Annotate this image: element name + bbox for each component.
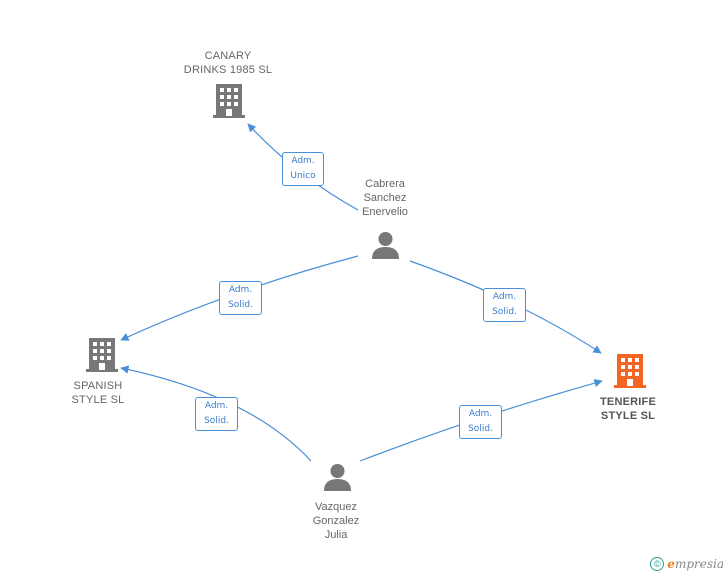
edge-label-line2: Solid. bbox=[492, 307, 517, 317]
edge-label-line1: Adm. bbox=[468, 409, 493, 419]
brand-logo: empresia bbox=[667, 557, 724, 571]
brand-initial: e bbox=[667, 557, 675, 571]
edge-label-line1: Adm. bbox=[291, 156, 315, 166]
building-icon[interactable] bbox=[614, 354, 646, 388]
edge-label-vazquez-tenerife[interactable]: Adm. Solid. bbox=[459, 405, 502, 439]
node-label-canary[interactable]: CANARY DRINKS 1985 SL bbox=[176, 49, 280, 77]
node-label-spanish[interactable]: SPANISH STYLE SL bbox=[58, 379, 138, 407]
edge-label-line1: Adm. bbox=[492, 292, 517, 302]
building-icon[interactable] bbox=[86, 338, 118, 372]
spanish-line1: SPANISH bbox=[73, 380, 123, 392]
person-icon[interactable] bbox=[323, 463, 352, 492]
canary-line2: DRINKS 1985 SL bbox=[183, 64, 273, 76]
edge-label-cabrera-tenerife[interactable]: Adm. Solid. bbox=[483, 288, 526, 322]
edge-label-cabrera-canary[interactable]: Adm. Unico bbox=[282, 152, 324, 186]
node-label-cabrera[interactable]: Cabrera Sanchez Enervelio bbox=[345, 177, 425, 219]
canary-line1: CANARY bbox=[204, 50, 252, 62]
edge-label-vazquez-spanish[interactable]: Adm. Solid. bbox=[195, 397, 238, 431]
edge-label-cabrera-spanish[interactable]: Adm. Solid. bbox=[219, 281, 262, 315]
tenerife-line2: STYLE SL bbox=[600, 410, 656, 422]
edge-label-line2: Unico bbox=[290, 171, 316, 181]
node-label-vazquez[interactable]: Vazquez Gonzalez Julia bbox=[296, 500, 376, 542]
vazquez-line1: Vazquez bbox=[315, 501, 357, 513]
edge-label-line2: Solid. bbox=[468, 424, 493, 434]
spanish-line2: STYLE SL bbox=[71, 394, 125, 406]
edge-label-line1: Adm. bbox=[228, 285, 253, 295]
cabrera-line2: Sanchez bbox=[363, 192, 407, 204]
vazquez-line2: Gonzalez bbox=[312, 515, 360, 527]
edge-label-line1: Adm. bbox=[204, 401, 229, 411]
vazquez-line3: Julia bbox=[324, 529, 348, 541]
copyright-icon: © bbox=[650, 557, 665, 571]
cabrera-line1: Cabrera bbox=[365, 178, 405, 190]
empresia-watermark: © empresia bbox=[650, 557, 724, 571]
cabrera-line3: Enervelio bbox=[362, 206, 408, 218]
brand-name: mpresia bbox=[674, 557, 724, 571]
edge-label-line2: Solid. bbox=[228, 300, 253, 310]
node-label-tenerife[interactable]: TENERIFE STYLE SL bbox=[588, 395, 668, 423]
edge-label-line2: Solid. bbox=[204, 416, 229, 426]
building-icon[interactable] bbox=[213, 84, 245, 118]
tenerife-line1: TENERIFE bbox=[600, 396, 656, 408]
person-icon[interactable] bbox=[371, 231, 400, 260]
